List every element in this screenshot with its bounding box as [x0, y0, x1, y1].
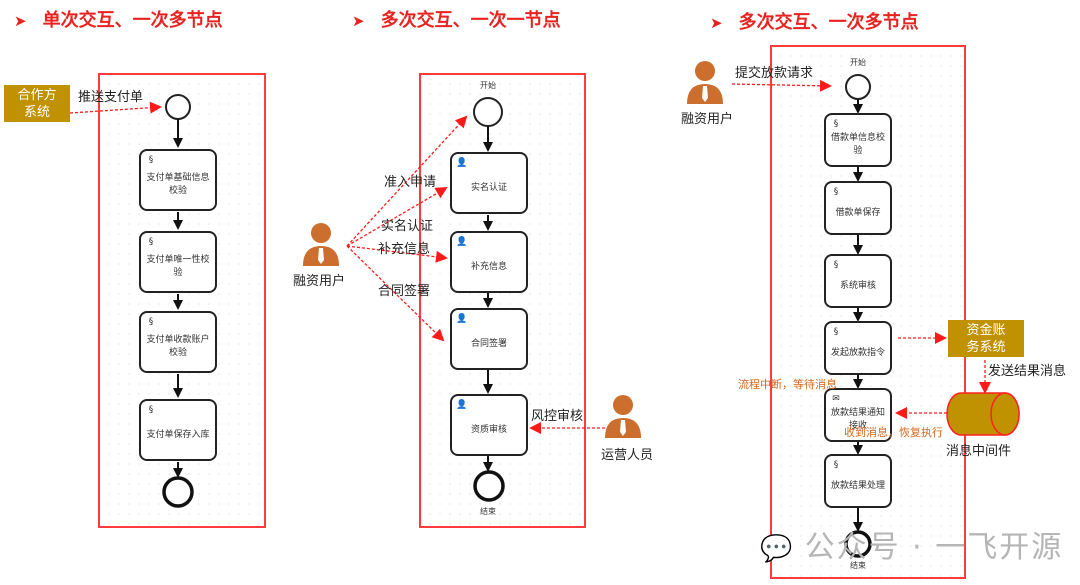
script-task-icon: §	[148, 237, 154, 247]
actor-label: 融资用户	[293, 274, 346, 289]
watermark: 💬 公众号 · 一飞开源	[760, 530, 1064, 565]
script-task-icon: §	[833, 260, 839, 270]
msg-label: 合同签署	[378, 284, 431, 299]
person-icon	[687, 61, 723, 104]
script-task-icon: §	[833, 327, 839, 337]
script-task-icon: §	[148, 405, 154, 415]
msg-label: 准入申请	[384, 175, 437, 190]
task-box[interactable]: ✉放款结果通知接收	[824, 388, 892, 442]
envelope-icon: ✉	[832, 394, 840, 404]
message-flow	[69, 101, 162, 114]
start-event-1	[165, 94, 191, 120]
end-label: 结束	[850, 561, 866, 570]
user-task-icon: 👤	[456, 400, 468, 410]
script-task-icon: §	[833, 460, 839, 470]
task-box[interactable]: §支付单保存入库	[139, 399, 217, 461]
user-task-icon: 👤	[456, 314, 468, 324]
task-box[interactable]: §发起放款指令	[824, 321, 892, 375]
middleware-label: 消息中间件	[946, 444, 1012, 459]
send-result-label: 发送结果消息	[988, 364, 1067, 379]
section-title-2: ➤多次交互、一次一节点	[352, 10, 561, 31]
wait-note: 流程中断，等待消息	[738, 378, 837, 391]
task-box[interactable]: §支付单收款账户校验	[139, 311, 217, 373]
script-task-icon: §	[833, 187, 839, 197]
start-label: 开始	[850, 58, 866, 67]
finance-system-box: 资金账务系统	[948, 320, 1024, 357]
push-payment-label: 推送支付单	[78, 90, 144, 105]
risk-review-label: 风控审核	[531, 409, 584, 424]
message-flow	[346, 245, 445, 342]
task-box[interactable]: 👤资质审核	[450, 394, 528, 456]
task-box[interactable]: §支付单基础信息校验	[139, 149, 217, 211]
script-task-icon: §	[148, 155, 154, 165]
task-box[interactable]: §支付单唯一性校验	[139, 231, 217, 293]
middleware-cylinder-icon	[946, 392, 1020, 436]
task-box[interactable]: §借款单保存	[824, 181, 892, 235]
message-flow	[346, 245, 448, 263]
task-box[interactable]: 👤合同签署	[450, 308, 528, 370]
section-title-3: ➤多次交互、一次多节点	[710, 12, 919, 33]
user-task-icon: 👤	[456, 158, 468, 168]
arrow-bullet-icon: ➤	[710, 14, 723, 32]
user-task-icon: 👤	[456, 237, 468, 247]
script-task-icon: §	[833, 119, 839, 129]
task-box[interactable]: §借款单信息校验	[824, 113, 892, 167]
start-event-2	[473, 97, 503, 127]
end-event-2	[473, 470, 505, 502]
message-flow	[731, 79, 832, 92]
section-title-1: ➤单次交互、一次多节点	[14, 10, 223, 31]
actor-label: 融资用户	[681, 112, 734, 127]
task-box[interactable]: 👤补充信息	[450, 231, 528, 293]
message-flow	[346, 115, 468, 247]
resume-note: 收到消息，恢复执行	[844, 426, 943, 439]
person-icon	[303, 223, 339, 266]
start-event-3	[845, 74, 871, 100]
submit-loan-label: 提交放款请求	[735, 66, 814, 81]
partner-system-box: 合作方系统	[4, 85, 70, 122]
operator-label: 运营人员	[601, 448, 654, 463]
arrow-bullet-icon: ➤	[352, 12, 365, 30]
message-flow	[346, 186, 448, 247]
script-task-icon: §	[148, 317, 154, 327]
end-event-3	[844, 530, 872, 558]
msg-label: 补充信息	[378, 242, 431, 257]
wechat-icon: 💬	[760, 534, 805, 564]
end-event-1	[162, 476, 194, 508]
task-box[interactable]: §放款结果处理	[824, 454, 892, 508]
start-label: 开始	[480, 81, 496, 90]
person-icon	[605, 395, 641, 438]
end-label: 结束	[480, 507, 496, 516]
msg-label: 实名认证	[381, 219, 434, 234]
task-box[interactable]: 👤实名认证	[450, 152, 528, 214]
arrow-bullet-icon: ➤	[14, 12, 27, 30]
task-box[interactable]: §系统审核	[824, 254, 892, 308]
